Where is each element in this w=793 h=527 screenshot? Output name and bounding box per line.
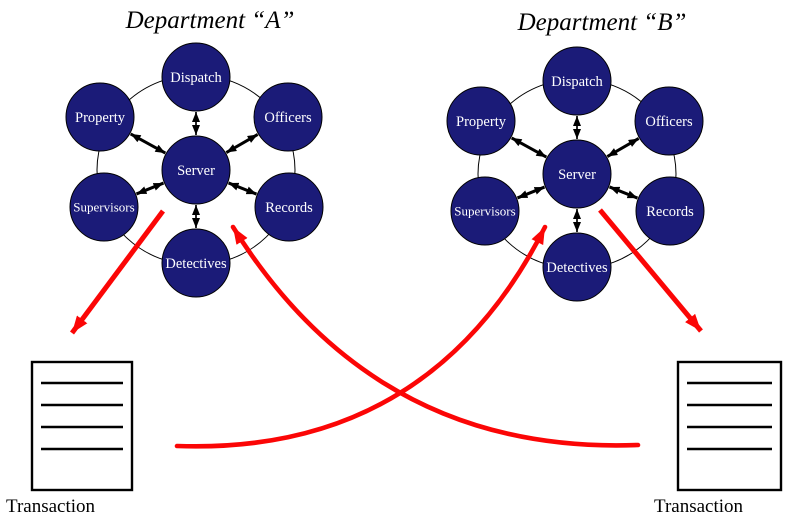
node-circle-records-a [254, 172, 324, 242]
transaction-label-right: Transaction [654, 496, 744, 517]
department-a-title: Department “A” [125, 7, 295, 34]
node-circle-officers-a [253, 82, 323, 152]
node-officers-a: Officers [253, 82, 323, 152]
node-label-server-b: Server [558, 167, 596, 183]
department-b-title: Department “B” [517, 9, 687, 36]
node-label-supervisors-a: Supervisors [73, 200, 134, 215]
spoke-supervisors-a [135, 181, 165, 196]
node-circle-dispatch-a [161, 42, 231, 112]
node-label-property-b: Property [456, 114, 507, 130]
flow-arrow-server-to-document-right [598, 208, 703, 333]
node-circle-property-a [65, 82, 135, 152]
node-circle-detectives-b [542, 232, 612, 302]
node-circle-records-b [635, 176, 705, 246]
node-circle-supervisors-b [450, 176, 520, 246]
flow-arrow-document-to-server-a [230, 224, 641, 448]
node-supervisors-a: Supervisors [69, 172, 139, 242]
node-label-dispatch-b: Dispatch [551, 74, 603, 90]
node-supervisors-b: Supervisors [450, 176, 520, 246]
node-label-supervisors-b: Supervisors [454, 204, 515, 219]
spoke-officers-b [606, 137, 640, 158]
spoke-supervisors-b [516, 185, 546, 200]
node-label-property-a: Property [75, 110, 126, 126]
spoke-records-a [227, 181, 258, 196]
node-records-a: Records [254, 172, 324, 242]
node-label-dispatch-a: Dispatch [170, 70, 222, 86]
transaction-label-left: Transaction [6, 496, 96, 517]
node-label-detectives-a: Detectives [165, 256, 227, 272]
node-circle-supervisors-a [69, 172, 139, 242]
node-label-server-a: Server [177, 163, 215, 179]
node-circle-property-b [446, 86, 516, 156]
transaction-document-left [30, 360, 134, 492]
node-circle-server-b [542, 139, 612, 209]
node-label-officers-b: Officers [645, 114, 693, 130]
spoke-property-a [129, 132, 167, 155]
node-dispatch-a: Dispatch [161, 42, 231, 112]
node-records-b: Records [635, 176, 705, 246]
flow-arrow-document-to-server-b [174, 224, 548, 449]
node-label-records-b: Records [646, 204, 694, 220]
node-circle-server-a [161, 135, 231, 205]
spoke-records-b [608, 185, 639, 200]
node-officers-b: Officers [634, 86, 704, 156]
node-server-b: Server [542, 139, 612, 209]
node-label-officers-a: Officers [264, 110, 312, 126]
node-server-a: Server [161, 135, 231, 205]
node-property-a: Property [65, 82, 135, 152]
flow-arrow-server-to-document-left [69, 209, 166, 335]
node-property-b: Property [446, 86, 516, 156]
node-dispatch-b: Dispatch [542, 46, 612, 116]
node-circle-detectives-a [161, 228, 231, 298]
transaction-document-right [676, 360, 783, 492]
node-circle-dispatch-b [542, 46, 612, 116]
spoke-officers-a [225, 133, 259, 154]
node-detectives-b: Detectives [542, 232, 612, 302]
node-label-records-a: Records [265, 200, 313, 216]
node-label-detectives-b: Detectives [546, 260, 608, 276]
spoke-property-b [510, 136, 548, 159]
node-circle-officers-b [634, 86, 704, 156]
node-detectives-a: Detectives [161, 228, 231, 298]
